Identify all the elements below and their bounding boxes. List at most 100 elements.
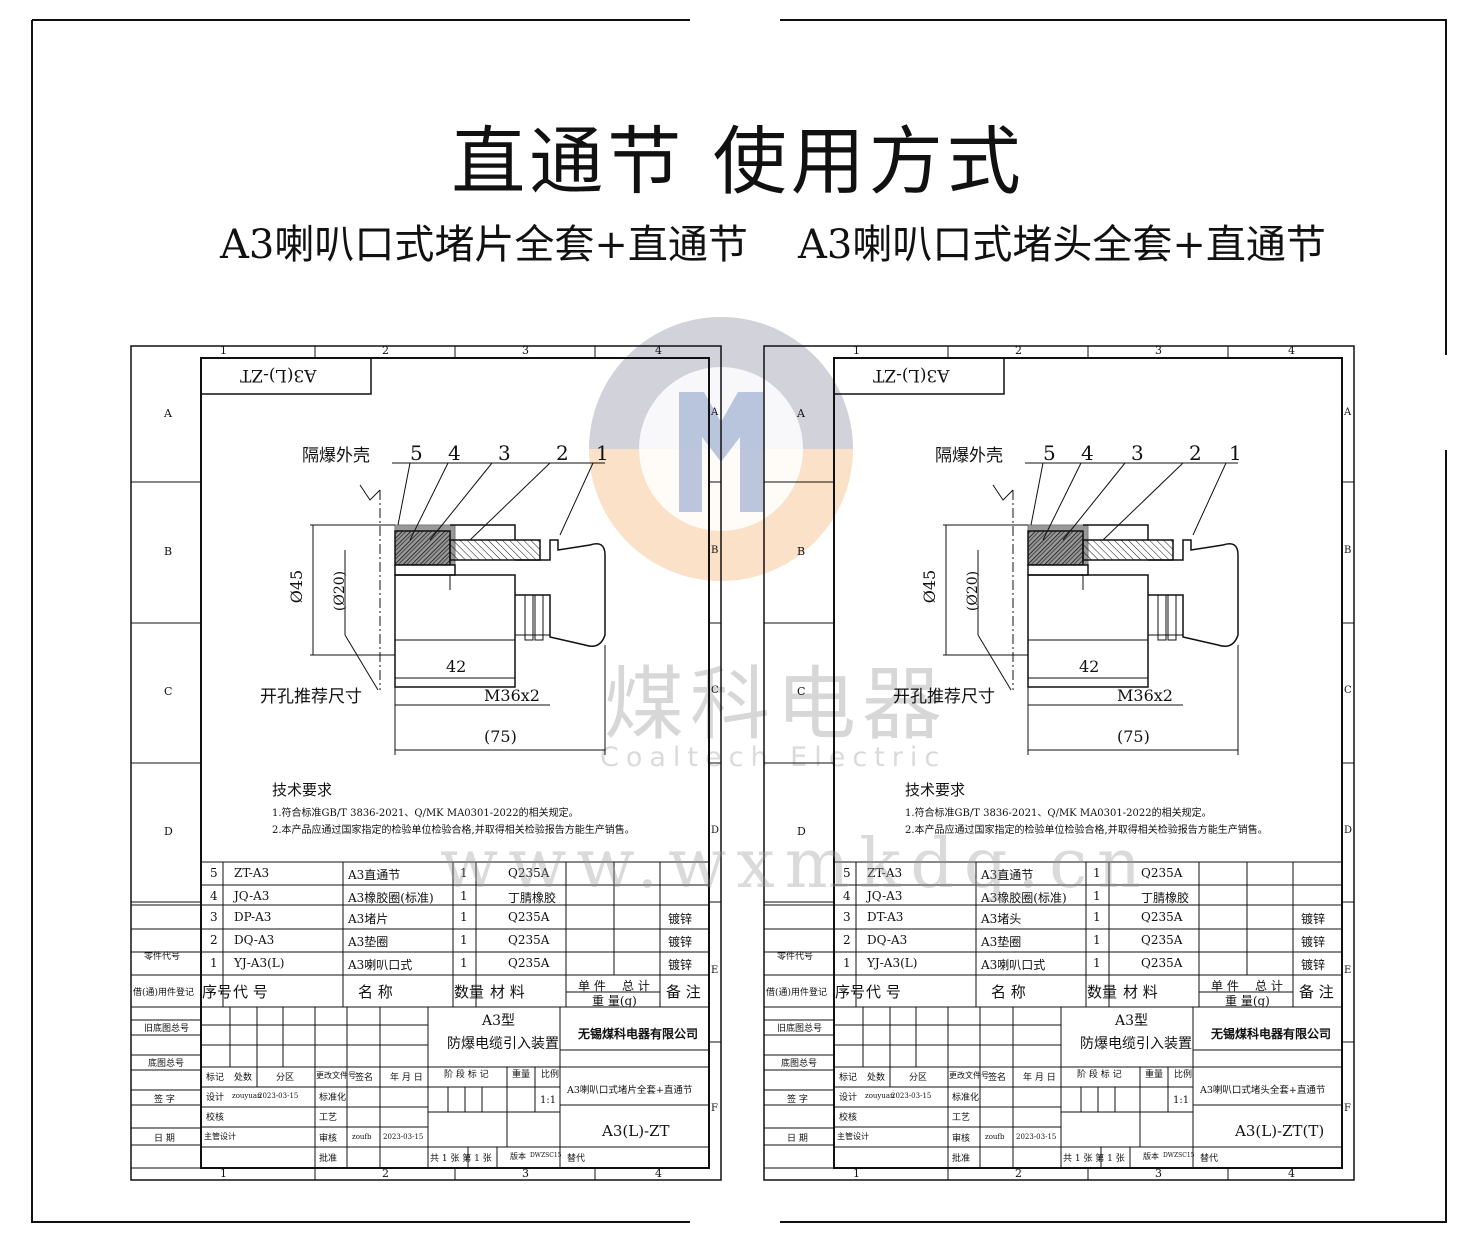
bom-header-qty: 数量 <box>454 983 485 1001</box>
tb-mark: 标记 <box>839 1073 858 1083</box>
tb-version: 版本 <box>510 1152 526 1161</box>
side-label-sign: 签 字 <box>787 1095 808 1105</box>
bom-cell-code: JQ-A3 <box>867 889 903 903</box>
dim-thread: M36x2 <box>1117 686 1173 705</box>
dim-42: 42 <box>1079 657 1100 676</box>
watermark-cn: 煤科电器 <box>604 658 948 751</box>
tb-standard: 标准化 <box>952 1093 980 1103</box>
grid-col-3-bottom: 3 <box>1155 1167 1162 1180</box>
callout-4: 4 <box>448 441 461 465</box>
grid-row-a-right: A <box>1344 407 1352 418</box>
bom-header-no: 序号 <box>835 983 866 1001</box>
bom-cell-code: ZT-A3 <box>234 866 270 880</box>
grid-col-2: 2 <box>382 344 389 357</box>
callout-1: 1 <box>1229 441 1242 465</box>
subtitle-left: A3喇叭口式堵片全套+直通节 <box>220 222 748 268</box>
watermark-url: www.wxmkdq.cn <box>440 825 1151 904</box>
tb-check: 校核 <box>206 1113 225 1123</box>
tb-version-value: DWZSC15 <box>530 1152 562 1159</box>
tb-design: 设计 <box>839 1093 858 1103</box>
side-label-base: 底图总号 <box>781 1059 818 1069</box>
bom-cell-qty: 1 <box>1093 910 1101 924</box>
callout-housing: 隔爆外壳 <box>935 446 1003 466</box>
tb-zone: 分区 <box>909 1073 928 1083</box>
tech-line-2: 2.本产品应通过国家指定的检验单位检验合格,并取得相关检验报告方能生产销售。 <box>272 825 635 836</box>
tb-sign: 签名 <box>988 1073 1007 1083</box>
tb-lead: 主管设计 <box>837 1132 869 1141</box>
dim-d45: Ø45 <box>287 569 307 604</box>
watermark-en: Coaltech Electric <box>600 742 947 773</box>
bom-cell-no: 5 <box>843 866 851 880</box>
grid-col-1-bottom: 1 <box>853 1167 860 1180</box>
tb-review: 审核 <box>319 1134 338 1144</box>
callout-housing: 隔爆外壳 <box>302 446 370 466</box>
bom-cell-name: A3垫圈 <box>348 935 389 949</box>
grid-row-a-right: A <box>711 407 719 418</box>
drawing-sheet-left: 1 2 3 4 1 2 3 4 A B C D A B C D E F A3(L… <box>130 344 722 1181</box>
bom-cell-mat: 丁腈橡胶 <box>508 891 557 905</box>
bom-cell-qty: 1 <box>460 866 468 880</box>
grid-col-2-bottom: 2 <box>1015 1167 1022 1180</box>
grid-col-3-bottom: 3 <box>522 1167 529 1180</box>
tb-review: 审核 <box>952 1134 971 1144</box>
grid-row-e-right: E <box>711 965 719 976</box>
grid-col-2: 2 <box>1015 344 1022 357</box>
grid-col-3: 3 <box>522 344 529 357</box>
bom-cell-no: 4 <box>843 889 851 903</box>
tb-design-date: 2023-03-15 <box>891 1092 932 1100</box>
tb-process: 工艺 <box>319 1113 338 1123</box>
bom-cell-code: YJ-A3(L) <box>867 956 918 970</box>
bom-cell-note: 镀锌 <box>1301 912 1326 926</box>
bom-cell-code: YJ-A3(L) <box>234 956 285 970</box>
tb-approver: zoufb <box>352 1133 372 1141</box>
tb-mark: 标记 <box>206 1073 225 1083</box>
tb-designer: zouyuan <box>865 1092 895 1100</box>
grid-row-c: C <box>797 685 806 698</box>
bom-header-name: 名 称 <box>991 983 1026 1001</box>
tech-line-1: 1.符合标准GB/T 3836-2021、Q/MK MA0301-2022的相关… <box>905 808 1212 819</box>
dim-42: 42 <box>446 657 467 676</box>
bom-cell-code: DP-A3 <box>234 910 272 924</box>
side-label-base: 底图总号 <box>148 1059 185 1069</box>
bom-cell-code: ZT-A3 <box>867 866 903 880</box>
tech-line-1: 1.符合标准GB/T 3836-2021、Q/MK MA0301-2022的相关… <box>272 808 579 819</box>
side-label-date: 日 期 <box>154 1134 175 1144</box>
tb-count: 处数 <box>867 1073 886 1083</box>
bom-cell-qty: 1 <box>1093 956 1101 970</box>
bom-cell-mat: Q235A <box>508 866 550 880</box>
grid-row-c-right: C <box>1344 685 1352 696</box>
tb-drawing-no: A3(L)-ZT(T) <box>1235 1122 1325 1140</box>
stamp-code: A3(L)-ZT <box>240 365 317 385</box>
bom-header-no: 序号 <box>202 983 233 1001</box>
side-label-borrow: 借(通)用件登记 <box>766 988 828 998</box>
tb-product: A3型 <box>1115 1013 1149 1029</box>
subtitle-right: A3喇叭口式堵头全套+直通节 <box>798 222 1326 268</box>
bom-header-code: 代 号 <box>866 983 901 1001</box>
grid-row-b-right: B <box>1344 545 1352 556</box>
bom-cell-qty: 1 <box>1093 889 1101 903</box>
bom-header-note: 备 注 <box>1299 983 1334 1001</box>
bom-cell-code: DT-A3 <box>867 910 904 924</box>
grid-row-f-right: F <box>1344 1103 1351 1114</box>
tb-design-date: 2023-03-15 <box>258 1092 299 1100</box>
bom-cell-name: A3直通节 <box>348 868 401 882</box>
bom-cell-note: 镀锌 <box>668 958 693 972</box>
tech-line-2: 2.本产品应通过国家指定的检验单位检验合格,并取得相关检验报告方能生产销售。 <box>905 825 1268 836</box>
tb-lead: 主管设计 <box>204 1132 236 1141</box>
bom-header-weight: 重 量(g) <box>1225 994 1270 1008</box>
grid-col-1: 1 <box>853 344 860 357</box>
bom-cell-mat: Q235A <box>508 933 550 947</box>
grid-col-1: 1 <box>220 344 227 357</box>
dim-d20: (Ø20) <box>332 570 349 612</box>
bom-cell-code: DQ-A3 <box>867 933 908 947</box>
grid-row-b: B <box>797 545 806 558</box>
tb-design: 设计 <box>206 1093 225 1103</box>
bom-cell-mat: 丁腈橡胶 <box>1141 891 1190 905</box>
bom-cell-name: A3堵头 <box>981 912 1022 926</box>
tb-approve: 批准 <box>952 1154 971 1164</box>
callout-3: 3 <box>498 441 511 465</box>
bom-cell-name: A3喇叭口式 <box>981 958 1046 972</box>
side-label-part: 零件代号 <box>144 952 181 962</box>
side-label-date: 日 期 <box>787 1134 808 1144</box>
bom-cell-note: 镀锌 <box>668 912 693 926</box>
